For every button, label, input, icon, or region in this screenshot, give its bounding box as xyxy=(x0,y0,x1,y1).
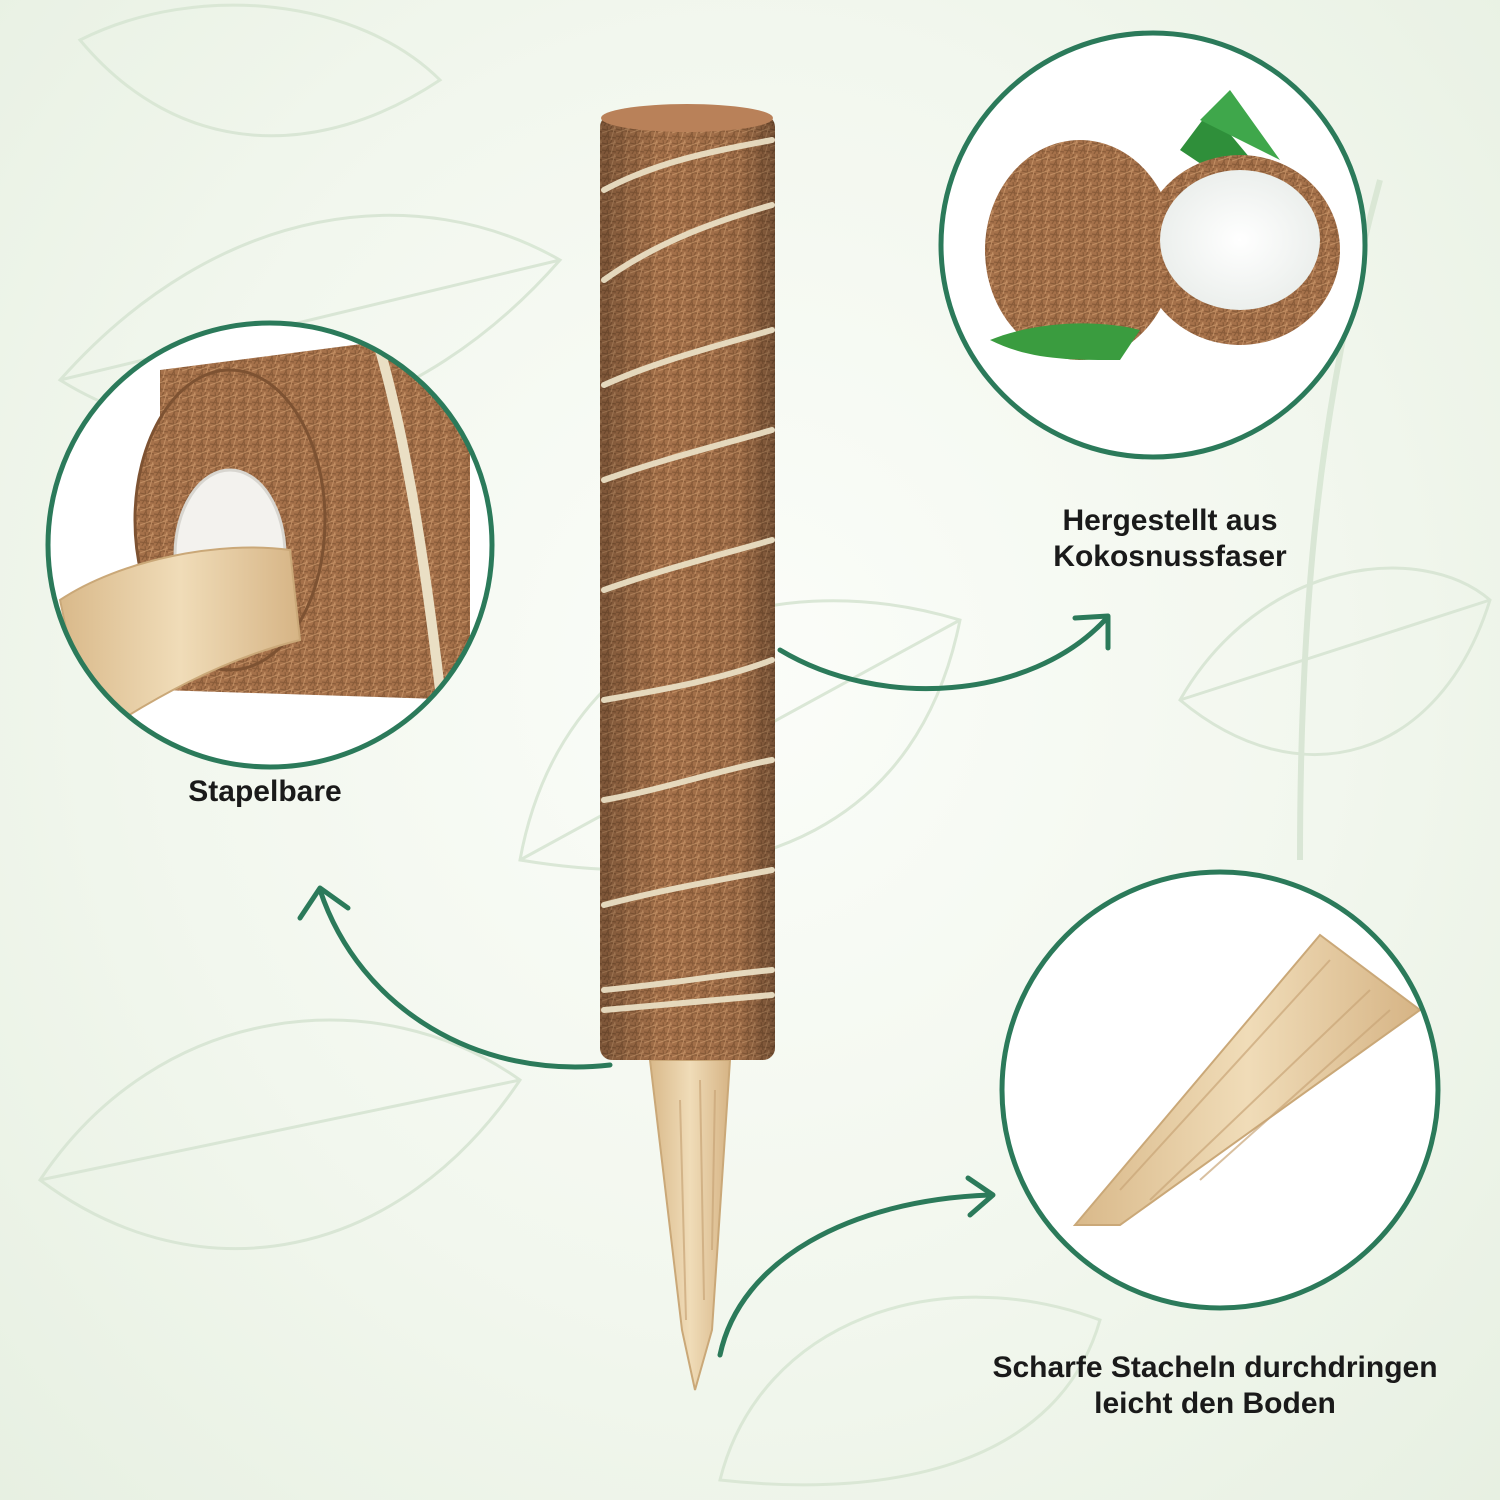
sharp-spike-label: Scharfe Stacheln durchdringen leicht den… xyxy=(930,1350,1500,1422)
wooden-stake xyxy=(648,1059,732,1391)
stackable-text: Stapelbare xyxy=(188,775,342,808)
curved-arrow-icon xyxy=(777,613,1111,691)
twine-wraps xyxy=(601,137,775,1013)
sharp-spike-line-2: leicht den Boden xyxy=(1094,1387,1336,1420)
stackable-detail-circle xyxy=(45,320,495,770)
sharp-spike-line-1: Scharfe Stacheln durchdringen xyxy=(992,1351,1438,1384)
spike-detail-circle xyxy=(999,869,1441,1311)
curved-arrow-icon xyxy=(297,885,613,1070)
stackable-label: Stapelbare xyxy=(150,774,380,810)
curved-arrow-icon xyxy=(717,1175,996,1358)
coconut-fiber-line-2: Kokosnussfaser xyxy=(1053,540,1287,573)
moss-pole xyxy=(600,104,775,1391)
coconut-fiber-line-1: Hergestellt aus xyxy=(1062,504,1278,537)
coconut-fiber-label: Hergestellt aus Kokosnussfaser xyxy=(990,503,1350,575)
coconut-detail-circle xyxy=(938,30,1368,460)
